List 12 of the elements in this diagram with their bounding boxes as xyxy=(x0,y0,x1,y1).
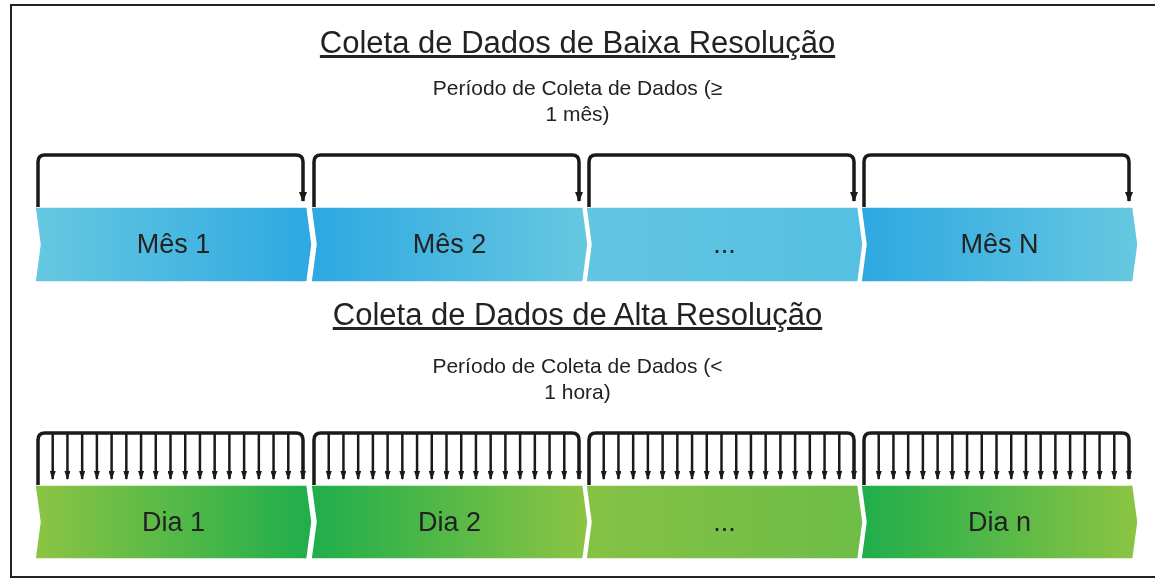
day-segment: Dia n xyxy=(861,485,1138,559)
day-segment: Dia 2 xyxy=(311,485,588,559)
month-segment: ... xyxy=(586,207,863,282)
period-label: Período de Coleta de Dados (≥ 1 mês) xyxy=(431,75,724,127)
month-segment: Mês 1 xyxy=(35,207,312,282)
section-heading: Coleta de Dados de Alta Resolução xyxy=(332,297,823,332)
section-heading: Coleta de Dados de Baixa Resolução xyxy=(319,25,836,60)
day-segment: ... xyxy=(586,485,863,559)
period-label: Período de Coleta de Dados (< 1 hora) xyxy=(431,353,724,405)
month-segment: Mês N xyxy=(861,207,1138,282)
month-segment: Mês 2 xyxy=(311,207,588,282)
day-segment: Dia 1 xyxy=(35,485,312,559)
